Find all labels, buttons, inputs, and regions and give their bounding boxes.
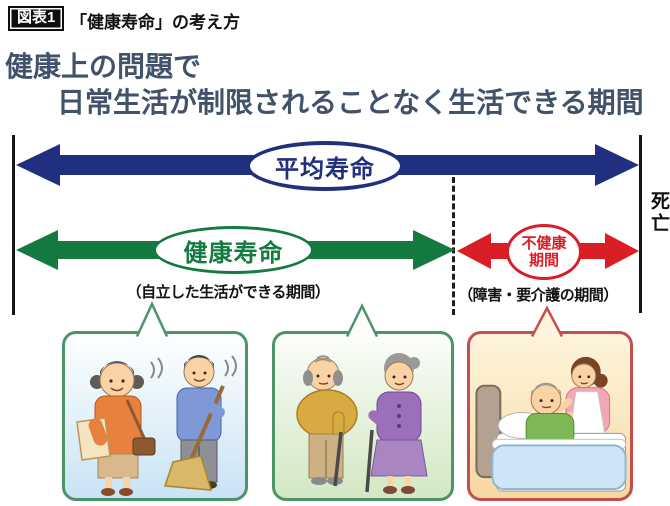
broom-handle-icon	[187, 385, 225, 465]
motion-marks-icon	[224, 355, 237, 377]
tail-panel-3	[530, 305, 564, 337]
tail-panel-2	[345, 303, 379, 337]
unhealthy-period-arrowhead-left	[457, 233, 491, 269]
life-expectancy-label: 平均寿命	[275, 155, 375, 183]
illustration-shopping-sweeping	[76, 355, 237, 496]
motion-marks-icon	[150, 357, 163, 379]
unhealthy-period-label-line2: 期間	[528, 252, 559, 269]
healthy-life-label: 健康寿命	[183, 239, 284, 267]
life-expectancy-arrowhead-right	[595, 144, 639, 186]
elderly-man-in-bed	[525, 382, 575, 446]
main-title-line1: 健康上の問題で	[5, 51, 202, 82]
figure-caption: 「健康寿命」の考え方	[70, 13, 240, 32]
death-axis-line	[639, 135, 642, 313]
cane-icon	[333, 431, 343, 487]
healthy-period-caption: （自立した生活ができる期間）	[126, 284, 330, 301]
death-label: 死亡	[648, 191, 669, 235]
caregiver-woman	[542, 356, 611, 435]
birth-axis-line	[12, 135, 15, 315]
panel-independent-life-2	[272, 331, 454, 501]
figure-badge: 図表1	[8, 6, 65, 31]
cane-icon	[365, 429, 374, 493]
unhealthy-period-caption: （障害・要介護の期間）	[458, 287, 618, 304]
main-title-line2: 日常生活が制限されることなく生活できる期間	[57, 86, 644, 118]
main-title: 健康上の問題で 日常生活が制限されることなく生活できる期間	[5, 50, 644, 119]
healthy-life-arrowhead-right	[413, 230, 455, 270]
elderly-woman-shopping	[76, 361, 156, 496]
broom-bristles-icon	[163, 455, 213, 491]
shoulder-bag-icon	[132, 437, 156, 456]
life-expectancy-label-ellipse: 平均寿命	[246, 141, 404, 191]
elderly-man-with-cane	[296, 355, 358, 487]
unhealthy-period-arrowhead-right	[605, 233, 639, 269]
panel-independent-life-1	[62, 331, 248, 501]
tail-panel-1	[135, 301, 169, 337]
healthy-life-label-ellipse: 健康寿命	[153, 226, 314, 274]
elderly-man-sweeping	[163, 355, 225, 491]
unhealthy-period-label-ellipse: 不健康 期間	[506, 224, 582, 280]
panel-care-period	[467, 331, 633, 501]
unhealthy-period-label-line1: 不健康	[521, 234, 567, 252]
illustration-bedridden-care	[475, 356, 627, 492]
elderly-woman-with-cane	[365, 353, 428, 494]
speech-bubble-tails	[135, 301, 564, 337]
blanket-icon	[491, 444, 627, 491]
illustration-walking-canes	[296, 353, 428, 494]
